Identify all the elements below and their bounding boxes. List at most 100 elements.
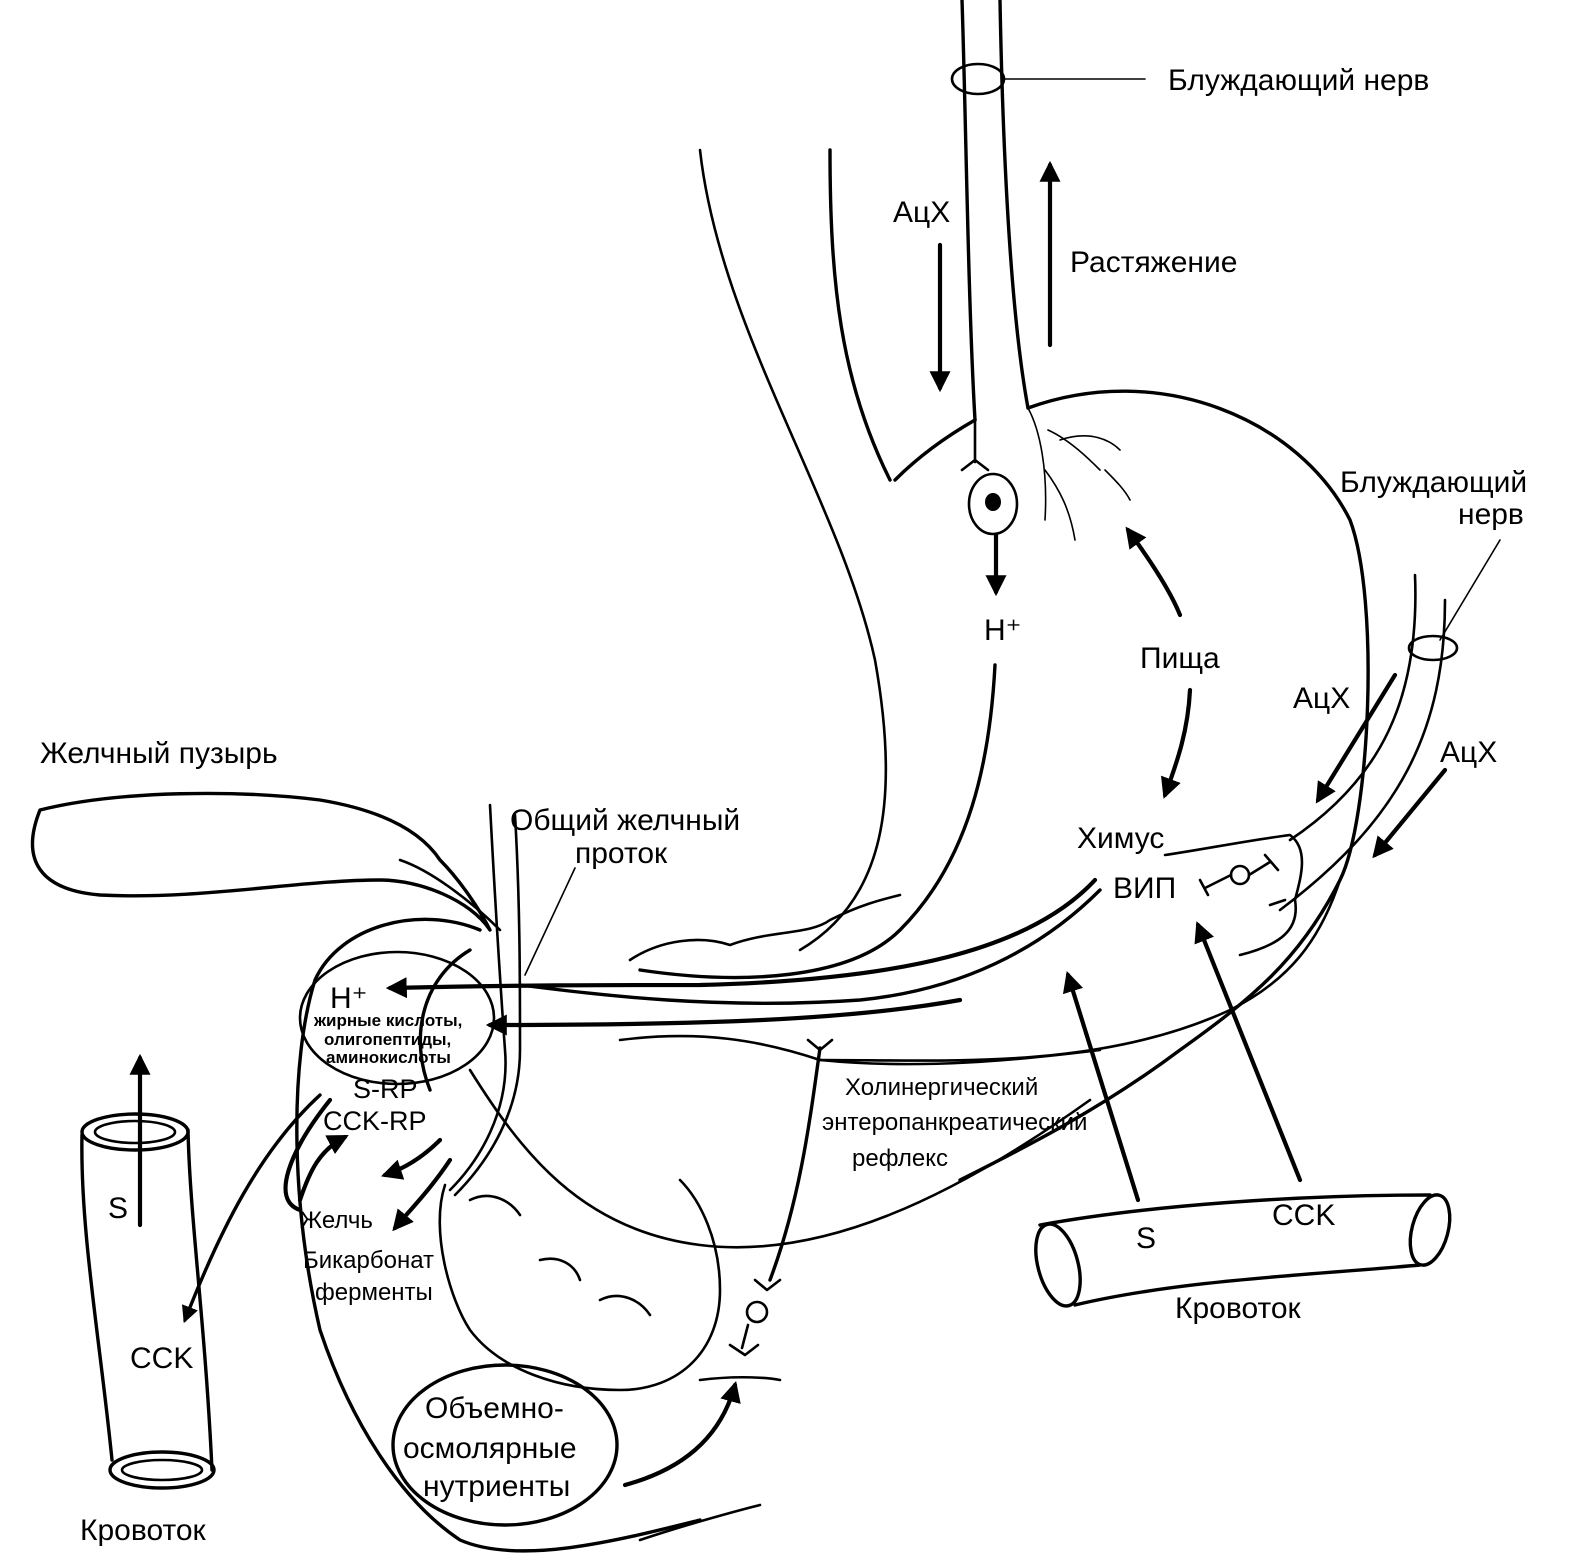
cystic-duct xyxy=(398,858,502,932)
label-ach-1: АцХ xyxy=(893,196,950,229)
duodenum-outer xyxy=(295,917,702,1553)
stomach xyxy=(518,0,1501,1182)
label-oligopeptides: олигопептиды, xyxy=(324,1030,451,1049)
left-vessel-bottom-inner xyxy=(120,1458,204,1482)
stomach-antrum-lower xyxy=(518,888,1102,1005)
left-vessel-top xyxy=(80,1112,190,1152)
right-vessel-right-end xyxy=(1408,1193,1452,1267)
nutrients-ellipse xyxy=(391,1363,619,1527)
duodenum-and-pancreas xyxy=(30,791,1102,1553)
label-bile-duct-2: проток xyxy=(575,837,668,870)
right-blood-vessel xyxy=(1034,921,1452,1308)
food-arrow-up xyxy=(1125,526,1183,618)
left-vessel-top-inner xyxy=(93,1119,177,1145)
gallbladder xyxy=(30,791,492,932)
stomach-outer-wall-left xyxy=(698,148,888,952)
vagus-ring-right xyxy=(1407,634,1459,662)
ach-arrow-2 xyxy=(1315,672,1398,804)
label-nutrients-2: осмолярные xyxy=(403,1432,577,1465)
pancreas-body xyxy=(618,1034,1102,1066)
label-food: Пища xyxy=(1140,642,1220,675)
left-vessel-bottom xyxy=(108,1450,216,1490)
label-amino-acids: аминокислоты xyxy=(326,1048,451,1067)
label-vip: ВИП xyxy=(1113,872,1176,905)
label-cholinergic-1: Холинергический xyxy=(845,1074,1038,1101)
pancreas-head xyxy=(438,1178,722,1392)
secretin-arrow xyxy=(1062,970,1141,1203)
label-bicarbonate: Бикарбонат xyxy=(303,1247,434,1274)
label-left-cck: CCK xyxy=(130,1342,193,1375)
parietal-cell-nucleus xyxy=(985,493,1001,511)
left-vessel-wall-2 xyxy=(186,1128,214,1472)
parietal-cell xyxy=(967,472,1019,536)
label-cck-rp: CCK-RP xyxy=(323,1106,427,1136)
label-bloodflow-left: Кровоток xyxy=(80,1514,207,1547)
bile-duct-1 xyxy=(448,803,507,1192)
label-vagus-right-2: нерв xyxy=(1458,498,1524,531)
label-bile-duct-1: Общий желчный xyxy=(510,804,740,837)
food-arrow-down xyxy=(1161,687,1193,799)
cholinergic-nerve xyxy=(768,1046,822,1282)
stomach-lesser-curvature xyxy=(638,663,997,980)
label-bloodflow-right: Кровоток xyxy=(1175,1292,1302,1325)
stomach-cardia-wall xyxy=(828,148,892,482)
label-bile: Желчь xyxy=(300,1207,373,1234)
esophagus-right-wall xyxy=(998,0,1030,410)
vagus-right-nerve-1 xyxy=(1288,573,1417,842)
vip-synapse xyxy=(1198,853,1287,907)
acid-to-duodenum-arrow xyxy=(385,877,1098,999)
vagus-branch-1 xyxy=(1027,407,1131,541)
label-right-s: S xyxy=(1136,1222,1156,1255)
ach-arrow-3 xyxy=(1372,767,1448,859)
label-nutrients-3: нутриенты xyxy=(423,1470,570,1503)
label-vagus-top: Блуждающий нерв xyxy=(1168,64,1429,97)
bile-duct-leader xyxy=(524,867,576,976)
bicarbonate-arrow xyxy=(392,1157,453,1232)
label-chyme: Химус xyxy=(1077,822,1164,855)
label-vagus-right-1: Блуждающий xyxy=(1340,466,1527,499)
intestine-loop xyxy=(638,1375,782,1542)
vagus-right-leader xyxy=(1439,539,1501,641)
cholinergic-synapse xyxy=(728,1278,782,1357)
cholinergic-nerve-ending xyxy=(806,1038,834,1052)
left-blood-vessel xyxy=(80,1053,322,1490)
cck-to-blood-arrow xyxy=(182,1093,322,1324)
label-fatty-acids: жирные кислоты, xyxy=(313,1011,462,1030)
vagus-right-nerve-2 xyxy=(1278,598,1447,912)
label-distension: Растяжение xyxy=(1070,246,1237,279)
nutrients-arrow xyxy=(622,1380,741,1488)
duodenum-inner xyxy=(418,948,472,1092)
label-cholinergic-2: энтеропанкреатический xyxy=(822,1109,1087,1136)
label-ach-2: АцХ xyxy=(1293,682,1350,715)
label-gallbladder: Желчный пузырь xyxy=(40,737,278,770)
vip-neuron xyxy=(1229,864,1251,886)
stomach-lower-edge xyxy=(818,878,1342,1062)
label-left-s: S xyxy=(108,1192,128,1225)
cholinergic-neuron xyxy=(745,1300,769,1324)
parietal-nerve-ending xyxy=(960,418,990,472)
pancreas-lobules xyxy=(468,893,902,1317)
bile-duct-2 xyxy=(453,813,522,1197)
label-cholinergic-3: рефлекс xyxy=(852,1145,948,1172)
labels: Блуждающий нерв АцХ Растяжение Блуждающи… xyxy=(40,64,1527,1547)
nutrients-to-duodenum-arrow xyxy=(485,997,963,1036)
label-h-plus: H⁺ xyxy=(984,614,1022,647)
label-ach-3: АцХ xyxy=(1440,736,1497,769)
right-vessel-wall-2 xyxy=(1073,1263,1422,1307)
right-vessel-left-end xyxy=(1034,1222,1082,1308)
vagus-ring-top xyxy=(950,62,1006,96)
label-duod-h-plus: H⁺ xyxy=(330,982,368,1015)
label-enzymes: ферменты xyxy=(315,1279,433,1306)
label-s-rp: S-RP xyxy=(353,1074,418,1104)
stomach-greater-curvature xyxy=(958,389,1370,1182)
stomach-fundus-line xyxy=(893,418,977,482)
right-vessel-wall-1 xyxy=(1038,1193,1432,1227)
label-nutrients-1: Объемно- xyxy=(425,1392,564,1425)
label-right-cck: CCK xyxy=(1272,1199,1335,1232)
esophagus-left-wall xyxy=(960,0,977,422)
cck-arrow xyxy=(1194,921,1303,1183)
left-vessel-wall-1 xyxy=(80,1133,114,1462)
pylorus-wall xyxy=(1163,833,1304,957)
cck-rp-loop xyxy=(283,1097,333,1213)
